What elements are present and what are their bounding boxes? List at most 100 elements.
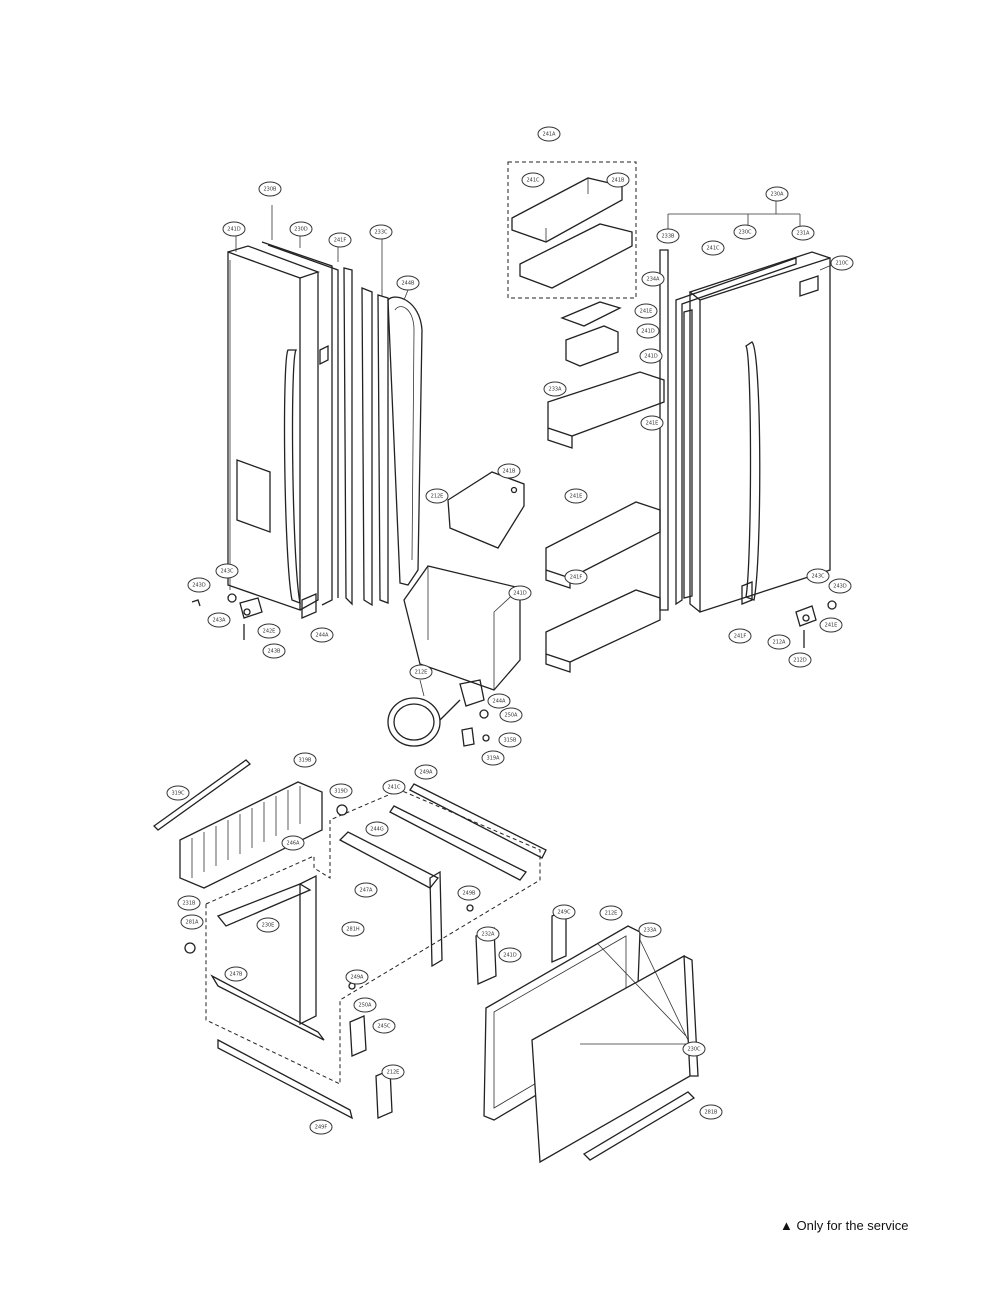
svg-text:315B: 315B [504, 738, 518, 744]
callout-label: 250A [353, 997, 377, 1013]
svg-text:241D: 241D [513, 591, 527, 597]
callout-label: 233A [543, 381, 567, 397]
svg-text:230A: 230A [771, 192, 785, 198]
callout-label: 281H [341, 921, 365, 937]
svg-text:231B: 231B [183, 901, 197, 907]
svg-text:241D: 241D [227, 227, 241, 233]
callout-label: 241D [222, 221, 246, 237]
svg-text:241E: 241E [825, 623, 838, 629]
service-note: ▲ Only for the service [780, 1218, 909, 1233]
svg-text:249A: 249A [351, 975, 365, 981]
svg-text:212E: 212E [431, 494, 444, 500]
right-door-assembly [659, 200, 837, 648]
svg-text:230E: 230E [262, 923, 275, 929]
callout-label: 233A [638, 922, 662, 938]
callout-label: 249A [414, 764, 438, 780]
callout-label: 250A [499, 707, 523, 723]
callout-label: 241D [636, 323, 660, 339]
callout-label: 245C [372, 1018, 396, 1034]
svg-text:281H: 281H [346, 927, 360, 933]
callout-label: 246A [281, 835, 305, 851]
svg-text:210C: 210C [835, 261, 849, 267]
callout-label: 244A [310, 627, 334, 643]
service-triangle-icon: ▲ [780, 1218, 793, 1233]
svg-text:243D: 243D [192, 583, 206, 589]
svg-text:244A: 244A [316, 633, 330, 639]
callout-label: 241F [328, 232, 352, 248]
svg-text:241C: 241C [706, 246, 720, 252]
svg-text:243D: 243D [833, 584, 847, 590]
svg-text:233B: 233B [662, 234, 676, 240]
callout-label: 319C [166, 785, 190, 801]
svg-text:230B: 230B [264, 187, 278, 193]
svg-text:230D: 230D [294, 227, 308, 233]
svg-text:241A: 241A [543, 132, 557, 138]
svg-text:241D: 241D [644, 354, 658, 360]
callout-label: 281A [180, 914, 204, 930]
svg-text:243C: 243C [811, 574, 825, 580]
callout-label: 234A [641, 271, 665, 287]
callout-label: 232A [476, 926, 500, 942]
callout-label: 244G [365, 821, 389, 837]
callout-label: 230D [289, 221, 313, 237]
svg-text:243A: 243A [213, 618, 227, 624]
svg-text:241B: 241B [503, 469, 517, 475]
freezer-basket-assembly [152, 759, 567, 1120]
svg-text:247B: 247B [230, 972, 244, 978]
service-note-text: Only for the service [796, 1218, 909, 1233]
callout-label: 249F [309, 1119, 333, 1135]
callout-label: 241D [639, 348, 663, 364]
svg-text:319D: 319D [334, 789, 348, 795]
svg-text:212E: 212E [605, 911, 618, 917]
callout-label: 241C [701, 240, 725, 256]
callout-label: 241B [606, 172, 630, 188]
callout-label: 241C [521, 172, 545, 188]
callout-labels: 241A 241C 241B 230B 241D 230D 241F 233C … [166, 126, 854, 1135]
callout-label: 233B [656, 228, 680, 244]
callout-label: 230C [733, 224, 757, 240]
svg-text:319B: 319B [299, 758, 313, 764]
svg-text:241F: 241F [334, 238, 347, 244]
callout-label: 241F [728, 628, 752, 644]
svg-text:241F: 241F [570, 575, 583, 581]
callout-label: 319B [293, 752, 317, 768]
callout-label: 241C [382, 779, 406, 795]
svg-text:232A: 232A [482, 932, 496, 938]
door-bins [403, 161, 665, 691]
svg-text:249A: 249A [420, 770, 434, 776]
svg-text:244G: 244G [370, 827, 384, 833]
svg-text:230C: 230C [687, 1047, 701, 1053]
callout-label: 210C [830, 255, 854, 271]
callout-label: 241E [640, 415, 664, 431]
callout-label: 230A [765, 186, 789, 202]
callout-label: 241B [497, 463, 521, 479]
svg-text:243B: 243B [268, 649, 282, 655]
svg-text:319A: 319A [487, 756, 501, 762]
svg-text:241B: 241B [612, 178, 626, 184]
callout-label: 315B [498, 732, 522, 748]
callout-label: 212A [767, 634, 791, 650]
callout-label: 233C [369, 224, 393, 240]
svg-text:231A: 231A [797, 231, 811, 237]
freezer-door-assembly [483, 925, 699, 1164]
callout-label: 244B [396, 275, 420, 291]
left-door-assembly [191, 205, 423, 640]
callout-label: 212E [599, 905, 623, 921]
callout-label: 243C [215, 563, 239, 579]
water-tube-assembly [387, 679, 490, 747]
svg-text:243C: 243C [220, 569, 234, 575]
svg-text:281A: 281A [186, 920, 200, 926]
svg-text:241E: 241E [570, 494, 583, 500]
callout-label: 319A [481, 750, 505, 766]
svg-text:241F: 241F [734, 634, 747, 640]
callout-label: 243C [806, 568, 830, 584]
callout-label: 231A [791, 225, 815, 241]
svg-text:319C: 319C [171, 791, 185, 797]
callout-label: 249C [552, 904, 576, 920]
svg-text:241D: 241D [641, 329, 655, 335]
svg-text:241C: 241C [526, 178, 540, 184]
callout-label: 243B [262, 643, 286, 659]
svg-text:233A: 233A [644, 928, 658, 934]
callout-label: 247A [354, 882, 378, 898]
callout-label: 212E [381, 1064, 405, 1080]
